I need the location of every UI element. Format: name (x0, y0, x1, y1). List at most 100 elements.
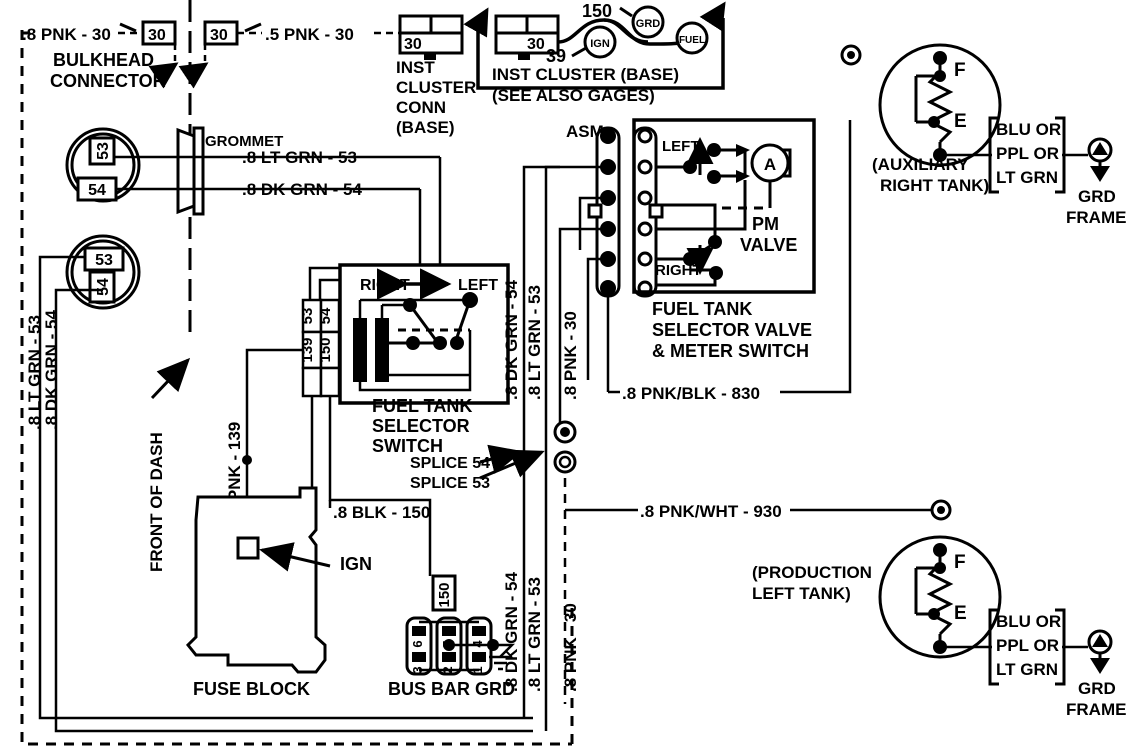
bulkhead-pointer-b (178, 62, 209, 89)
interior-boundary-dashed (20, 30, 572, 746)
bulkhead-tick-a (119, 22, 137, 33)
grd-frame-symbol-bot (1087, 629, 1113, 674)
cluster-150-leader (619, 6, 633, 18)
selector-switch-connector (301, 298, 341, 398)
bulkhead-tick-b (244, 22, 262, 33)
label-conn-53: 53 (299, 308, 316, 325)
cluster-outer-bus (476, 18, 725, 90)
label-lt-grn-53-dn: .8 LT GRN - 53 (525, 577, 544, 692)
switch-contact-bar-3 (353, 348, 367, 382)
label-fuse-block: FUSE BLOCK (193, 679, 310, 699)
label-grommet: GROMMET (205, 133, 283, 150)
pnk139-node (242, 455, 252, 465)
label-ft-sel-sw-1: FUEL TANK (372, 396, 472, 416)
asm-keyway (587, 203, 603, 219)
label-blk-150: .8 BLK - 150 (333, 503, 430, 522)
label-lt-grn-53-left: .8 LT GRN - 53 (25, 315, 44, 430)
label-bus-bar-grd: BUS BAR GRD (388, 679, 515, 699)
label-gauge2-53: 53 (95, 252, 113, 269)
label-aux-tank-2: RIGHT TANK) (880, 176, 989, 195)
bulkhead-pointer-a (148, 62, 179, 89)
label-grd-top: GRD (1078, 187, 1116, 206)
label-dk-grn-54-up: .8 DK GRN - 54 (502, 279, 521, 400)
ign-terminal-square (236, 536, 260, 560)
ign-leader-arrow (259, 542, 331, 572)
label-ft-sel-valve-1: FUEL TANK (652, 299, 752, 319)
label-conn-139: 139 (299, 337, 316, 362)
gauge-top-term-53 (88, 136, 116, 166)
label-ppl-or-top: PPL OR (996, 144, 1059, 163)
label-frame-bot: FRAME (1066, 700, 1126, 719)
valve-nodes (683, 143, 723, 280)
label-150-cluster: 150 (582, 1, 612, 21)
label-conn-150: 150 (317, 337, 334, 362)
label-blu-or-bot: BLU OR (996, 612, 1061, 631)
label-front-of-dash: FRONT OF DASH (147, 432, 166, 572)
grd-frame-symbol-top (1087, 137, 1113, 182)
eyelet-hollow (553, 450, 577, 474)
prod-wire-color-bracket (988, 608, 1066, 686)
inst-cluster-base-box (494, 14, 560, 55)
bottom-return-wires (522, 700, 548, 731)
cluster-bus-arrow-left (463, 7, 489, 38)
label-sender-e-bot: E (954, 603, 967, 624)
vertical-wire-runs (522, 425, 548, 700)
connector-30-a (141, 20, 177, 46)
label-bus-6: 6 (410, 640, 425, 647)
bus-node-4 (487, 639, 499, 651)
label-sender-f-bot: F (954, 552, 966, 573)
label-gauge1-54: 54 (88, 182, 106, 199)
splice-leader-53 (479, 449, 545, 480)
label-fuse-150: 150 (436, 582, 453, 607)
bus-node-5 (443, 639, 455, 651)
label-lt-grn-53-top: .8 LT GRN - 53 (242, 148, 357, 167)
label-sel-sw-right: RIGHT (360, 277, 410, 294)
label-dk-grn-54-left: .8 DK GRN - 54 (42, 309, 61, 430)
label-pnk-139: .8 PNK - 139 (225, 422, 244, 520)
label-ppl-or-bot: PPL OR (996, 636, 1059, 655)
bus-bar-ground-symbol (489, 643, 516, 671)
label-dk-grn-54-top: .8 DK GRN - 54 (242, 180, 363, 199)
label-ft-sel-valve-3: & METER SWITCH (652, 341, 809, 361)
label-aux-tank-1: (AUXILIARY (872, 155, 969, 174)
label-splice-53: SPLICE 53 (410, 475, 490, 492)
label-ft-sel-sw-3: SWITCH (372, 436, 443, 456)
fuel-circle (675, 21, 709, 55)
label-pnk30-mid: .5 PNK - 30 (265, 25, 354, 44)
label-grd-circle: GRD (636, 18, 661, 30)
label-asm: ASM (566, 122, 604, 141)
label-bulkhead-line1: BULKHEAD (53, 50, 154, 70)
label-dk-grn-54-dn: .8 DK GRN - 54 (502, 571, 521, 692)
label-inst-cluster-conn-4: (BASE) (396, 118, 455, 137)
aux-tank-eyelet (840, 44, 862, 66)
label-lt-grn-top: LT GRN (996, 168, 1058, 187)
label-pnk30-top-left: .8 PNK - 30 (22, 25, 111, 44)
vertical-wire-runs-upper (544, 165, 560, 425)
switch-contact-bar-1 (353, 318, 367, 352)
meter-a-circle (750, 143, 790, 183)
gauge-wires (38, 155, 533, 733)
label-conn-30-c: 30 (404, 36, 422, 53)
label-sender-f-top: F (954, 60, 966, 81)
grommet-shape (176, 126, 205, 216)
front-of-dash-pointer (150, 357, 191, 400)
label-conn-30-a: 30 (148, 27, 166, 44)
grd-circle (631, 5, 665, 39)
fuse-150-box (431, 574, 457, 612)
eyelet-930 (930, 499, 952, 521)
label-inst-cluster-base-1: INST CLUSTER (BASE) (492, 65, 679, 84)
label-blu-or-top: BLU OR (996, 120, 1061, 139)
label-bulkhead-line2: CONNECTOR (50, 71, 166, 91)
label-gauge1-53: 53 (95, 142, 112, 160)
label-sel-sw-left: LEFT (458, 277, 498, 294)
cluster-harness-wave2 (603, 18, 649, 44)
label-inst-cluster-conn-3: CONN (396, 98, 446, 117)
label-ign-circle: IGN (590, 38, 610, 50)
pnk-blk-830-wire (608, 120, 852, 394)
cluster-bus-arrow-right (699, 1, 726, 32)
asm-mate-keyway (648, 203, 664, 219)
fuse-block-outline (185, 486, 327, 674)
valve-arrowheads-inner (736, 144, 750, 183)
